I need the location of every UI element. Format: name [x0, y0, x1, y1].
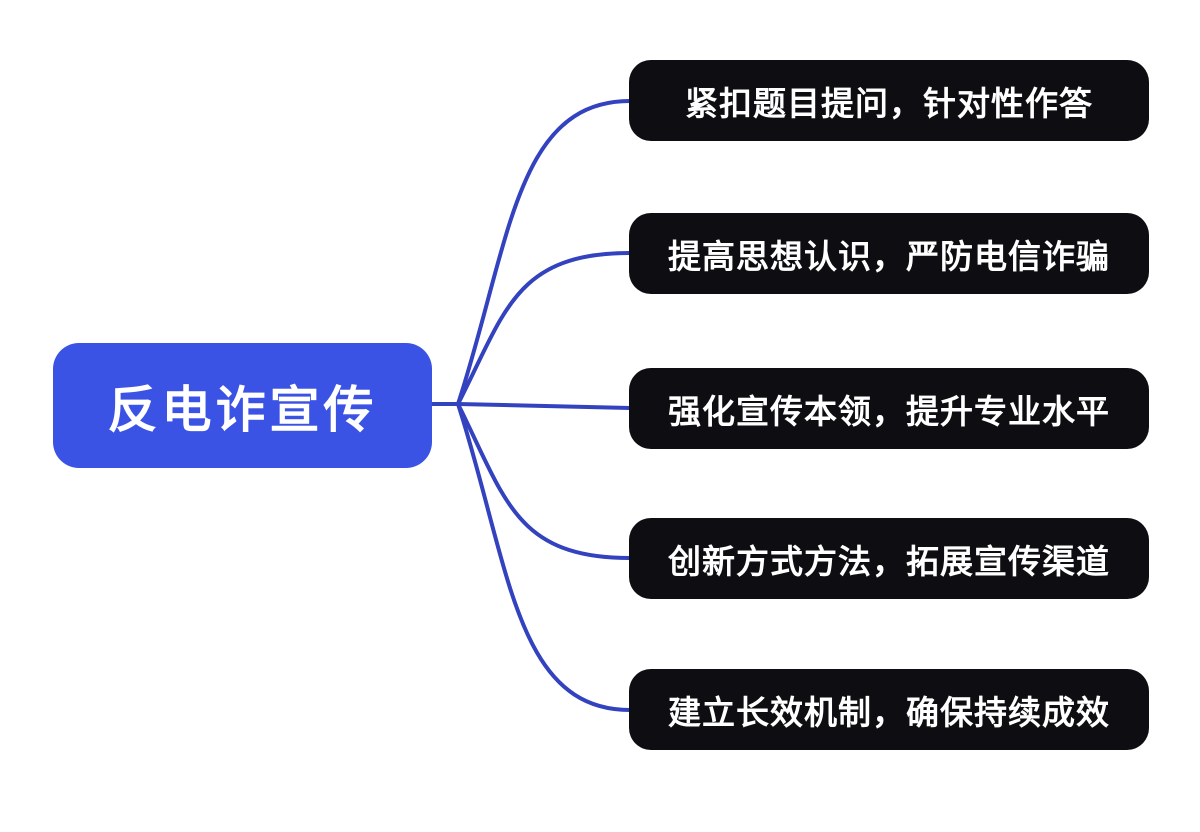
branch-node-label: 提高思想认识，严防电信诈骗 — [668, 237, 1110, 275]
branch-node-label: 建立长效机制，确保持续成效 — [668, 693, 1110, 731]
branch-node-label: 紧扣题目提问，针对性作答 — [685, 84, 1093, 122]
branch-node-4[interactable]: 创新方式方法，拓展宣传渠道 — [629, 518, 1149, 599]
connector-line — [429, 402, 632, 712]
branch-node-1[interactable]: 紧扣题目提问，针对性作答 — [629, 60, 1149, 141]
connector-line — [429, 99, 632, 406]
connector-line — [429, 402, 632, 560]
branch-node-label: 创新方式方法，拓展宣传渠道 — [668, 542, 1110, 580]
connector-line — [429, 251, 632, 406]
branch-node-2[interactable]: 提高思想认识，严防电信诈骗 — [629, 213, 1149, 294]
root-node[interactable]: 反电诈宣传 — [53, 343, 432, 468]
branch-node-3[interactable]: 强化宣传本领，提升专业水平 — [629, 368, 1149, 449]
root-node-label: 反电诈宣传 — [107, 381, 378, 438]
branch-node-5[interactable]: 建立长效机制，确保持续成效 — [629, 669, 1149, 750]
branch-node-label: 强化宣传本领，提升专业水平 — [668, 392, 1110, 430]
